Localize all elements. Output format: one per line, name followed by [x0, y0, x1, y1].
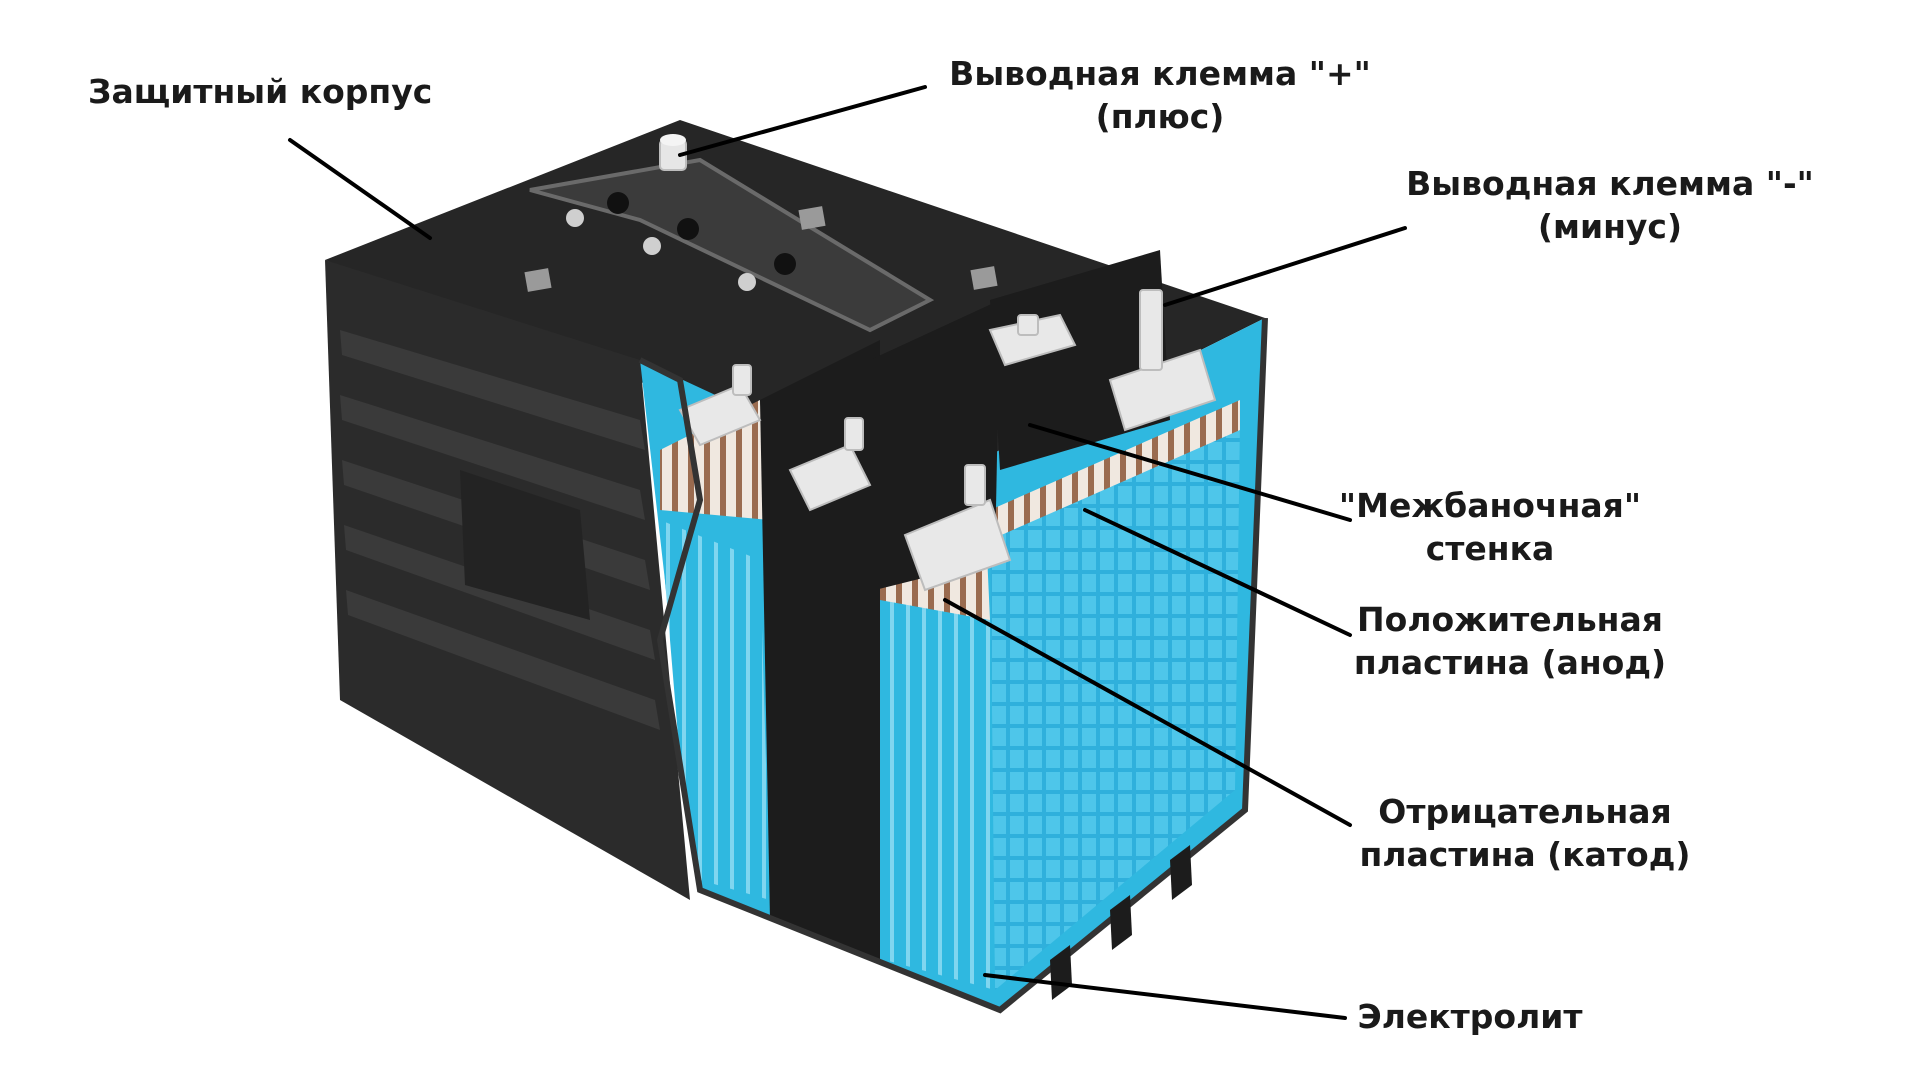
leader-positive-terminal [678, 85, 927, 157]
label-positive-plate: Положительная пластина (анод) [1353, 600, 1667, 682]
leader-separator [1028, 423, 1352, 522]
leader-lines [288, 85, 1407, 1020]
leader-positive-plate [1083, 508, 1352, 637]
label-negative-plate: Отрицательная пластина (катод) [1359, 792, 1691, 874]
leader-negative-terminal [1163, 226, 1407, 307]
label-cell-separator: "Межбаночная" стенка [1338, 486, 1642, 568]
positive-terminal-post [659, 134, 687, 171]
leader-case [288, 138, 432, 240]
label-negative-terminal: Выводная клемма "-" (минус) [1406, 164, 1814, 246]
cutaway-interior [638, 250, 1268, 1014]
label-protective-case: Защитный корпус [88, 72, 433, 111]
leader-negative-plate [943, 598, 1352, 827]
label-electrolyte: Электролит [1357, 997, 1583, 1036]
label-positive-terminal: Выводная клемма "+" (плюс) [949, 54, 1371, 136]
leader-electrolyte [983, 973, 1347, 1020]
